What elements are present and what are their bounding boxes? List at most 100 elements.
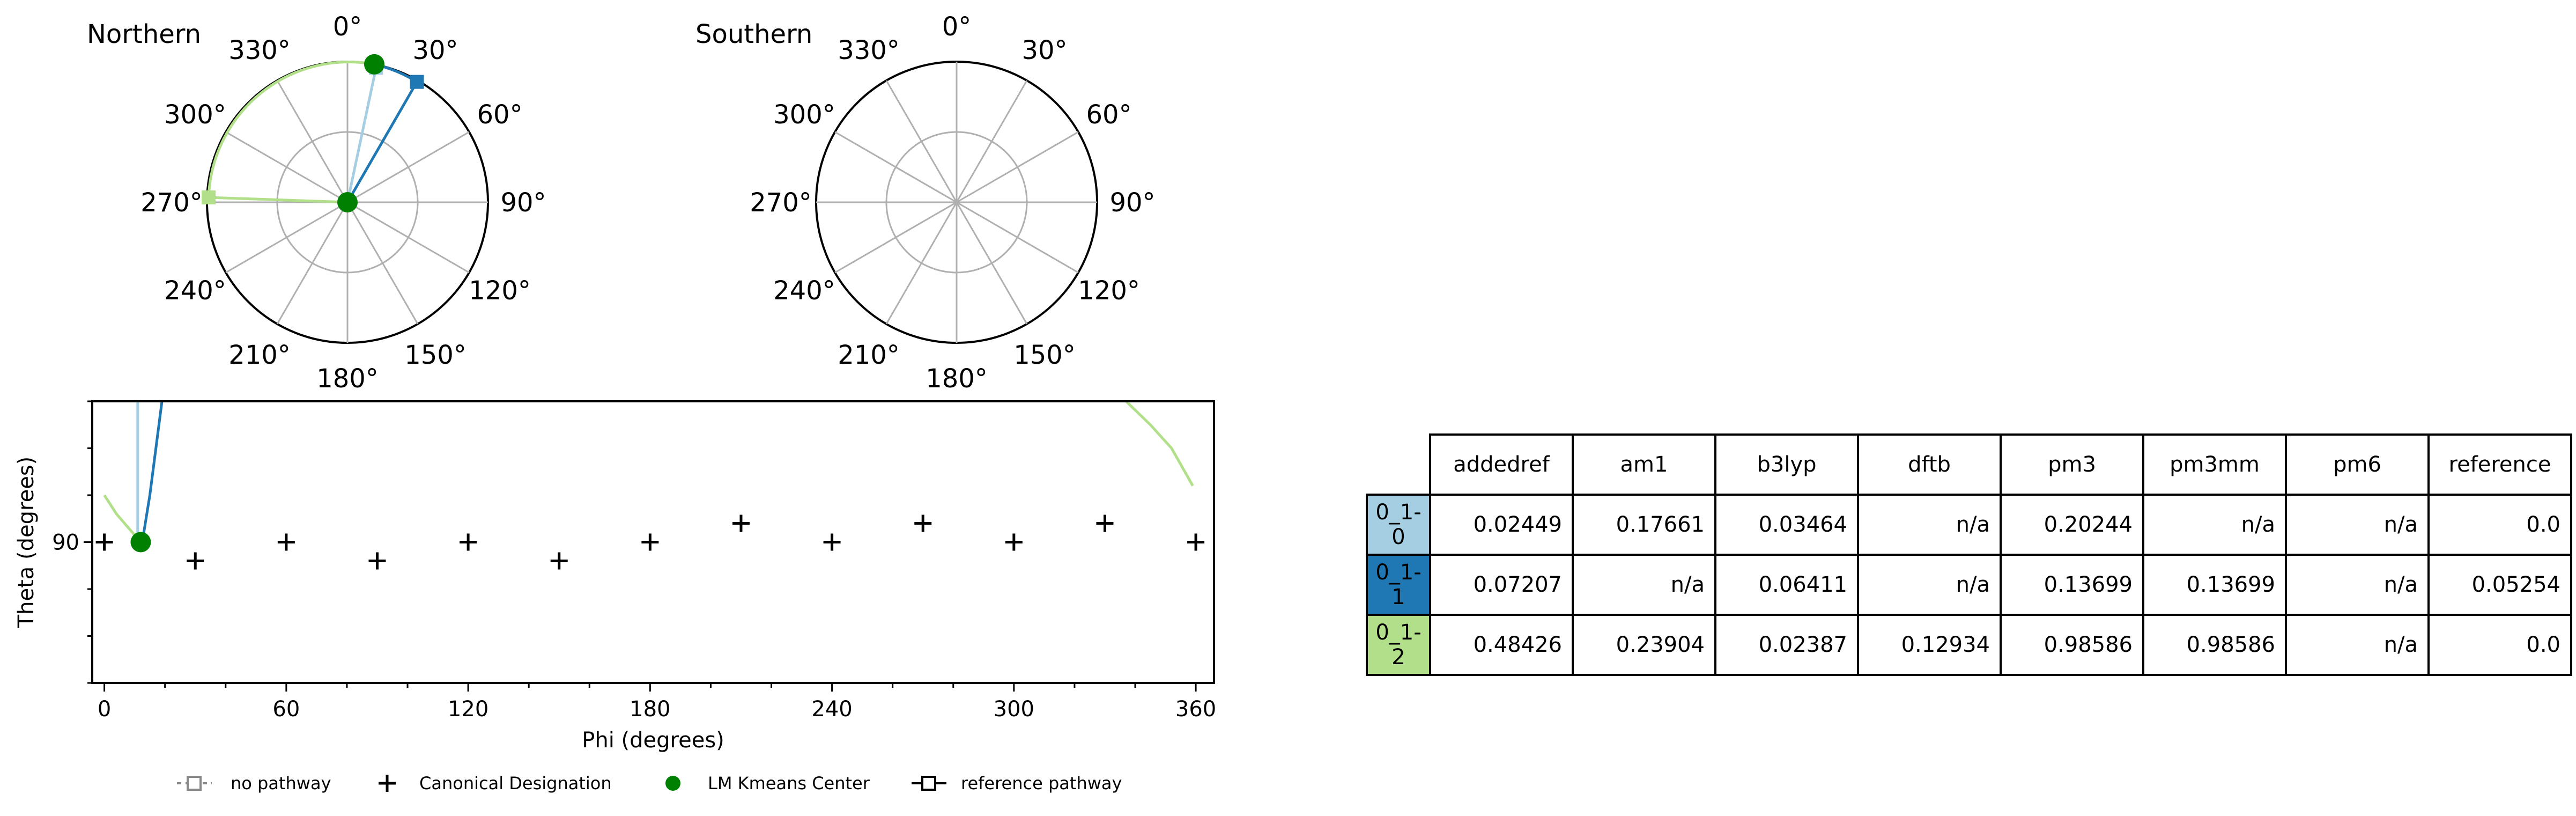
column-header: pm6 [2285,433,2430,496]
canonical-designation-marker [1096,514,1114,532]
x-tick-label: 0 [98,697,111,722]
polar-spoke [885,202,958,325]
polar-angle-tick: 330° [838,35,900,65]
table-cell: 0.17661 [1572,494,1716,556]
legend-label: Canonical Designation [419,773,612,793]
table-cell: n/a [2285,494,2430,556]
table-cell: n/a [2285,614,2430,676]
legend-canonical-marker [379,775,396,792]
polar-spoke [225,131,348,203]
legend-no-pathway-marker [187,776,202,791]
polar-angle-tick: 90° [500,188,546,218]
polar-angle-tick: 180° [316,364,379,394]
pathway-curve [1125,401,1194,487]
energy-table: addedref am1 b3lyp dftb pm3 pm3mm pm6 re… [1366,433,2572,676]
polar-angle-tick: 300° [164,100,226,130]
polar-angle-tick: 300° [773,100,835,130]
legend-label: reference pathway [961,773,1122,793]
table-cell: 0.0 [2427,494,2572,556]
polar-angle-tick: 180° [926,364,988,394]
canonical-designation-marker [641,533,659,551]
polar-spoke [956,202,1028,325]
pathway-line [346,67,377,203]
table-cell: 0.02387 [1714,614,1859,676]
lm-kmeans-center [337,192,358,212]
table-cell: n/a [1857,554,2002,616]
column-header: dftb [1857,433,2002,496]
polar-spoke [834,201,957,274]
polar-spoke [347,201,470,274]
polar-angle-tick: 0° [333,12,362,42]
table-cell: 0.05254 [2427,554,2572,616]
x-tick-label: 240 [811,697,852,722]
polar-angle-tick: 210° [228,340,291,370]
legend-lm-kmeans-marker [665,776,680,791]
x-tick-label: 180 [630,697,670,722]
polar-angle-tick: 120° [1078,276,1140,306]
polar-spoke [956,131,1079,203]
canonical-designation-marker [277,533,295,551]
table-cell: 0.0 [2427,614,2572,676]
polar-spoke [956,80,1028,203]
polar-angle-tick: 240° [164,276,226,306]
pathway-end-marker [410,75,424,89]
table-cell: 0.03464 [1714,494,1859,556]
table-cell: 0.02449 [1429,494,1574,556]
legend-reference-marker [921,776,936,791]
table-cell: 0.12934 [1857,614,2002,676]
y-axis-label: Theta (degrees) [14,457,39,629]
canonical-designation-marker [460,533,477,551]
canonical-designation-marker [187,552,204,570]
x-tick-label: 360 [1175,697,1216,722]
legend-label: LM Kmeans Center [708,773,870,793]
table-row: 0_1-0 0.02449 0.17661 0.03464 n/a 0.2024… [1366,494,2572,556]
canonical-designation-marker [914,514,932,532]
polar-angle-tick: 240° [773,276,835,306]
canonical-designation-marker [732,514,750,532]
legend: no pathway Canonical Designation LM Kmeans… [177,773,1122,793]
table-cell: 0.06411 [1714,554,1859,616]
y-tick-label: 90 [52,531,79,555]
pathway-end-marker [202,190,216,204]
table-cell: 0.48426 [1429,614,1574,676]
x-tick-label: 60 [272,697,300,722]
table-cell: n/a [2142,494,2287,556]
table-cell: n/a [1572,554,1716,616]
polar-angle-tick: 150° [1013,340,1076,370]
legend-label: no pathway [231,773,331,793]
table-cell: 0.98586 [2142,614,2287,676]
plot-area [95,401,1205,570]
polar-angle-tick: 60° [1086,100,1132,130]
polar-spoke [225,201,348,274]
column-header: addedref [1429,433,1574,496]
pathway-line [346,81,418,203]
polar-angle-tick: 270° [140,188,203,218]
pathway-curve [139,401,164,543]
column-header: pm3 [2000,433,2144,496]
polar-spoke [276,202,349,325]
canonical-designation-marker [1005,533,1023,551]
x-tick-label: 120 [448,697,488,722]
column-header: b3lyp [1714,433,1859,496]
table-row: 0_1-2 0.48426 0.23904 0.02387 0.12934 0.… [1366,614,2572,676]
canonical-designation-marker [550,552,568,570]
table-cell: 0.07207 [1429,554,1574,616]
table-cell: 0.20244 [2000,494,2144,556]
table-cell: 0.23904 [1572,614,1716,676]
polar-title: Northern [87,19,201,49]
row-label: 0_1-1 [1366,554,1431,616]
canonical-designation-marker [1187,533,1205,551]
polar-angle-tick: 120° [469,276,531,306]
table-cell: 0.13699 [2142,554,2287,616]
polar-angle-tick: 210° [838,340,900,370]
pathway-arc [207,61,375,198]
table-cell: n/a [2285,554,2430,616]
table-header-row: addedref am1 b3lyp dftb pm3 pm3mm pm6 re… [1367,433,2572,496]
polar-angle-tick: 60° [477,100,523,130]
table-cell: 0.13699 [2000,554,2144,616]
polar-angle-tick: 330° [228,35,291,65]
lm-kmeans-center [364,54,384,75]
